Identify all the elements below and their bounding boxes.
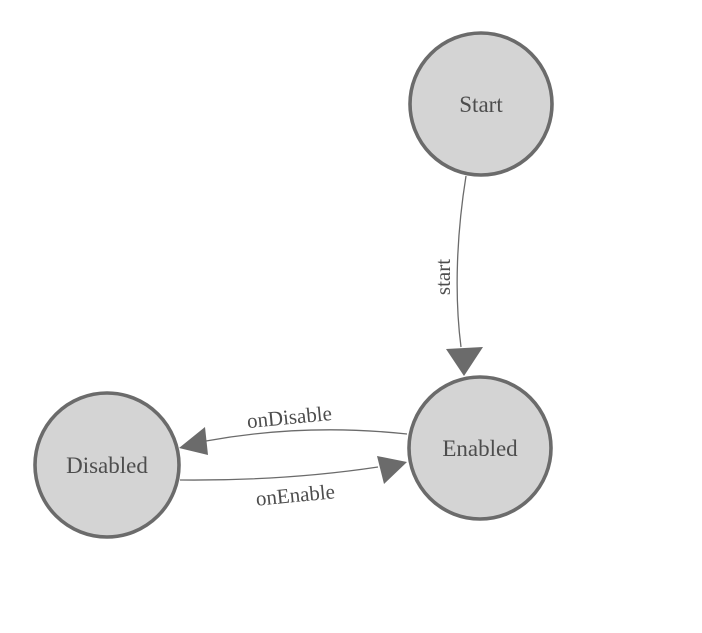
- edge-ondisable-label: onDisable: [246, 401, 333, 433]
- edge-start-line: [456, 175, 467, 348]
- node-start: Start: [408, 31, 554, 177]
- edge-start-label: start: [431, 259, 455, 295]
- edge-onenable-arrowhead: [377, 456, 407, 484]
- node-disabled-label: Disabled: [66, 453, 148, 478]
- node-enabled: Enabled: [407, 375, 553, 521]
- edge-start: start: [431, 175, 483, 376]
- edge-onenable: onEnable: [179, 456, 407, 511]
- node-disabled-circle: [33, 391, 181, 539]
- edge-ondisable-arrowhead: [179, 427, 208, 455]
- node-disabled: Disabled: [33, 391, 181, 539]
- node-start-label: Start: [459, 92, 503, 117]
- node-enabled-circle: [407, 375, 553, 521]
- edge-start-arrowhead: [446, 347, 483, 376]
- edge-onenable-line: [179, 466, 379, 481]
- edge-ondisable: onDisable: [179, 401, 408, 455]
- edge-ondisable-line: [205, 429, 408, 442]
- edge-onenable-label: onEnable: [255, 479, 336, 510]
- node-start-circle: [408, 31, 554, 177]
- node-enabled-label: Enabled: [442, 436, 518, 461]
